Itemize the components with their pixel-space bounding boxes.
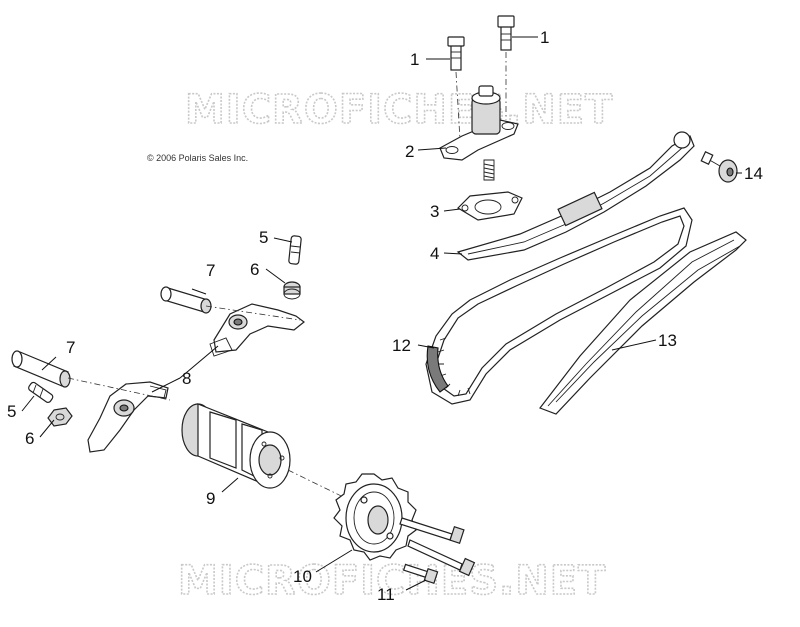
watermark-top: MICROFICHES.NET xyxy=(185,87,613,133)
cam-sprocket[interactable] xyxy=(333,473,417,561)
callout-6-lower: 6 xyxy=(25,429,34,448)
callout-12: 12 xyxy=(392,336,411,355)
rocker-arm-shaft-upper[interactable] xyxy=(160,286,212,314)
cam-timing-chain[interactable] xyxy=(425,207,693,405)
watermark-bottom: MICROFICHES.NET xyxy=(178,558,606,604)
callout-1-left: 1 xyxy=(410,50,419,69)
valve-lock-nut-upper[interactable] xyxy=(283,281,301,300)
rocker-arm-upper[interactable] xyxy=(209,303,305,357)
tensioner-pivot-bolt[interactable] xyxy=(700,150,738,183)
callout-2: 2 xyxy=(405,142,414,161)
shaft-axis-line-lower xyxy=(67,377,171,401)
copyright-text: © 2006 Polaris Sales Inc. xyxy=(147,153,248,163)
bolt-axis-line-left xyxy=(455,71,461,141)
callout-5-upper: 5 xyxy=(259,228,268,247)
callout-7-lower: 7 xyxy=(66,338,75,357)
callout-leaders xyxy=(21,36,742,591)
callout-3: 3 xyxy=(430,202,439,221)
tensioner-gasket[interactable] xyxy=(457,191,523,221)
valve-lock-nut-lower[interactable] xyxy=(47,407,73,427)
callout-9: 9 xyxy=(206,489,215,508)
callout-1-right: 1 xyxy=(540,28,549,47)
chain-guide[interactable] xyxy=(539,231,747,415)
valve-adjuster-screw-upper[interactable] xyxy=(288,235,302,265)
rocker-arm-lower[interactable] xyxy=(87,381,169,453)
camshaft-axis-line xyxy=(287,469,371,511)
camshaft[interactable] xyxy=(181,403,291,489)
valve-adjuster-screw-lower[interactable] xyxy=(27,381,54,403)
callout-7-upper: 7 xyxy=(206,261,215,280)
tensioner-bolt-left[interactable] xyxy=(447,36,465,71)
cam-sprocket-bolt-bottom[interactable] xyxy=(402,563,439,585)
callout-6-upper: 6 xyxy=(250,260,259,279)
chain-tensioner-arm[interactable] xyxy=(456,131,695,261)
callout-14: 14 xyxy=(744,164,763,183)
callout-4: 4 xyxy=(430,244,439,263)
rocker-arm-shaft-lower[interactable] xyxy=(11,350,71,388)
cam-sprocket-bolt-lower[interactable] xyxy=(407,539,476,577)
cam-chain-tensioner[interactable] xyxy=(439,85,519,181)
callout-11: 11 xyxy=(377,585,395,604)
callout-8: 8 xyxy=(182,369,191,388)
tensioner-bolt-right[interactable] xyxy=(497,15,515,51)
callout-5-lower: 5 xyxy=(7,402,16,421)
callout-10: 10 xyxy=(293,567,312,586)
callout-13: 13 xyxy=(658,331,677,350)
cam-sprocket-bolt-upper[interactable] xyxy=(399,517,465,544)
shaft-axis-line-upper xyxy=(205,305,301,321)
